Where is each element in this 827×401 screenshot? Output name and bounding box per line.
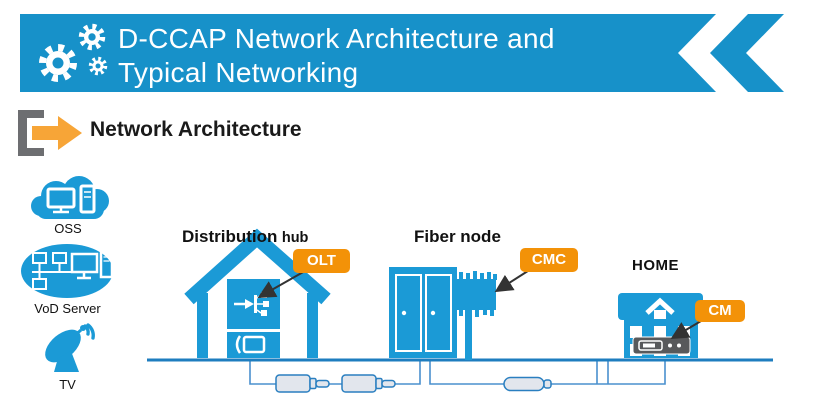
cm-callout-arrow	[670, 320, 702, 340]
vod-server-label: VoD Server	[34, 301, 101, 316]
distribution-hub-label-sub: hub	[281, 230, 309, 246]
oss-cloud-computer-icon	[31, 176, 109, 219]
cmc-device-icon	[452, 271, 497, 360]
fiber-connector-pair-icon	[275, 374, 396, 393]
tv-label: TV	[59, 377, 76, 392]
gears-icon	[39, 23, 108, 82]
fiber-node-cabinet	[389, 267, 457, 358]
home-house-icon	[618, 293, 703, 358]
arrow-right-icon	[32, 116, 82, 150]
cmc-tag: CMC	[520, 248, 578, 272]
distribution-hub-label-main: Distribution	[182, 227, 278, 246]
olt-tag: OLT	[293, 249, 350, 273]
oss-label: OSS	[54, 221, 82, 236]
distribution-hub-label: Distribution hub	[182, 227, 308, 247]
section-bullet-icon	[18, 110, 82, 156]
bracket-icon	[18, 110, 44, 156]
fiber-node-label: Fiber node	[414, 227, 501, 246]
olt-splitter-icon	[227, 279, 280, 329]
cmc-callout-arrow	[494, 268, 532, 293]
slide-title-line1: D-CCAP Network Architecture and	[118, 23, 555, 54]
olt-callout-arrow	[257, 270, 306, 298]
cable-modem-icon	[632, 336, 691, 355]
video-monitor-icon	[227, 332, 280, 358]
slide-title-line2: Typical Networking	[118, 57, 359, 88]
slide-title: D-CCAP Network Architecture and Typical …	[118, 22, 555, 90]
home-label: HOME	[632, 257, 679, 274]
double-chevron-left-icon	[710, 14, 784, 92]
callout-arrows	[257, 268, 702, 340]
cm-tag: CM	[695, 300, 745, 322]
banner-ribbon	[20, 14, 716, 92]
header-banner-graphic	[20, 14, 784, 92]
vod-network-computers-icon	[21, 244, 114, 298]
coax-connector-icon	[503, 376, 552, 392]
section-title: Network Architecture	[90, 118, 302, 141]
tv-satellite-dish-icon	[45, 323, 95, 372]
